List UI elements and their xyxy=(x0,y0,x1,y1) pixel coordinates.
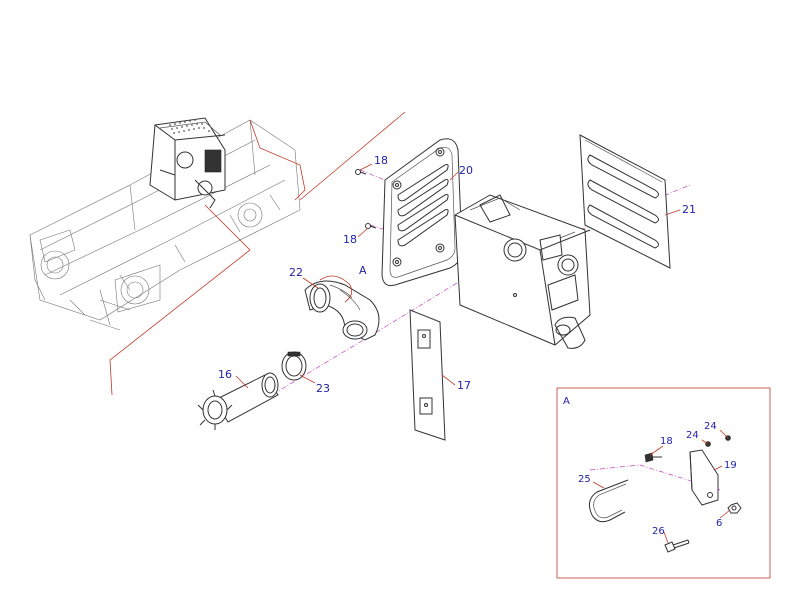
bolt-18-upper xyxy=(355,169,367,175)
chassis-overview xyxy=(29,111,406,396)
flex-pipe-16 xyxy=(197,372,279,430)
detail-callout-24-a: 24 xyxy=(686,430,699,441)
heat-shield-20 xyxy=(381,138,463,286)
callout-20: 20 xyxy=(459,164,473,177)
bracket-plate-17 xyxy=(409,309,446,441)
detail-callout-18: 18 xyxy=(660,436,673,447)
callout-labels: 18 18 20 21 22 A 23 16 17 xyxy=(218,154,696,395)
callout-view-a: A xyxy=(359,264,367,277)
detail-callout-24-b: 24 xyxy=(704,421,717,432)
leaders xyxy=(235,163,681,389)
rear-plate-21 xyxy=(579,134,671,269)
detail-title: A xyxy=(563,396,570,407)
bolt-26 xyxy=(664,539,690,553)
callout-22: 22 xyxy=(289,266,303,279)
detail-callout-26: 26 xyxy=(652,526,665,537)
callout-18-lower: 18 xyxy=(343,233,357,246)
detail-callout-6: 6 xyxy=(716,518,722,529)
callout-16: 16 xyxy=(218,368,232,381)
bolt-18-lower xyxy=(365,223,377,229)
detail-callout-25: 25 xyxy=(578,474,591,485)
chassis-muffler-thumbnail xyxy=(149,117,226,209)
callout-21: 21 xyxy=(682,203,696,216)
bolt-18-detail xyxy=(644,452,662,463)
u-bolt-25 xyxy=(588,479,629,523)
detail-view-a: A xyxy=(556,387,771,579)
elbow-pipe-22 xyxy=(304,275,380,341)
bracket-19 xyxy=(689,449,719,506)
clamp-23 xyxy=(281,351,307,381)
nut-6 xyxy=(727,502,742,514)
callout-17: 17 xyxy=(457,379,471,392)
muffler-body xyxy=(454,194,591,349)
callout-23: 23 xyxy=(316,382,330,395)
detail-callout-19: 19 xyxy=(724,460,737,471)
callout-18-upper: 18 xyxy=(374,154,388,167)
